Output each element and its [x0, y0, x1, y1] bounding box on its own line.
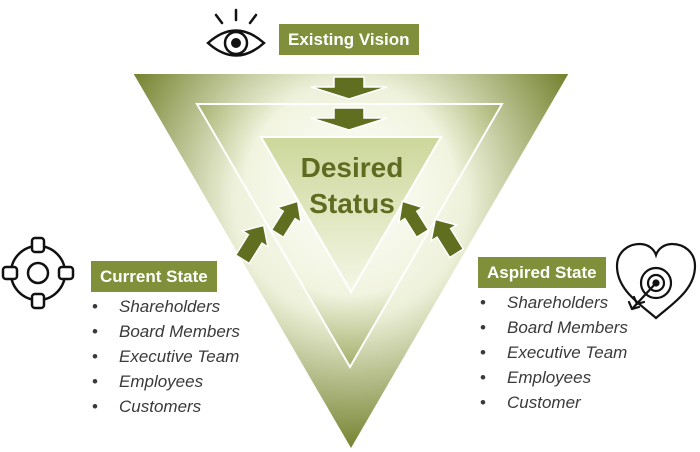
- inner-triangle: [259, 136, 443, 294]
- desired-status-title: Desired Status: [290, 150, 414, 222]
- arrow-right-inner: [397, 200, 430, 239]
- current-state-list: Shareholders Board Members Executive Tea…: [92, 294, 240, 419]
- existing-vision-label: Existing Vision: [279, 24, 419, 55]
- list-item: Executive Team: [480, 340, 628, 365]
- list-item: Employees: [480, 365, 628, 390]
- arrow-right-outer: [430, 218, 465, 259]
- eye-icon: [206, 8, 266, 57]
- arrow-top-outer: [310, 76, 388, 100]
- heart-target-arrow-icon: [615, 242, 697, 320]
- list-item: Shareholders: [92, 294, 240, 319]
- aspired-state-list: Shareholders Board Members Executive Tea…: [480, 290, 628, 415]
- list-item: Employees: [92, 369, 240, 394]
- arrow-left-outer: [234, 224, 269, 265]
- arrow-left-inner: [270, 200, 303, 239]
- list-item: Customers: [92, 394, 240, 419]
- desired-status-line-1: Desired: [300, 152, 404, 183]
- list-item: Board Members: [92, 319, 240, 344]
- desired-status-line-2: Status: [309, 188, 395, 219]
- arrow-top-inner: [310, 107, 388, 131]
- current-state-label: Current State: [91, 261, 217, 292]
- list-item: Shareholders: [480, 290, 628, 315]
- crosshair-target-icon: [1, 236, 75, 310]
- aspired-state-label: Aspired State: [478, 257, 606, 288]
- list-item: Customer: [480, 390, 628, 415]
- list-item: Board Members: [480, 315, 628, 340]
- list-item: Executive Team: [92, 344, 240, 369]
